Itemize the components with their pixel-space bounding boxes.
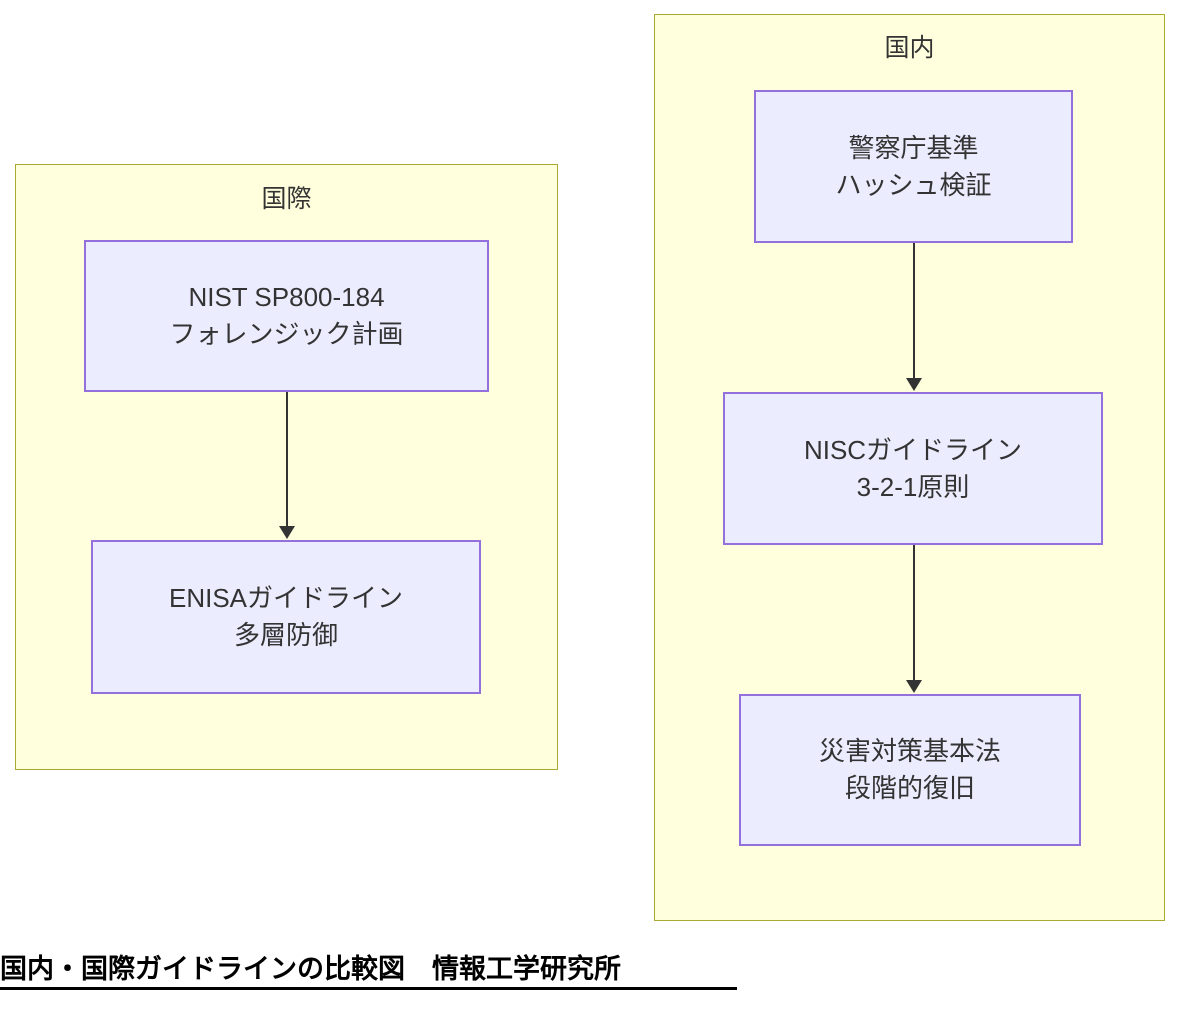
diagram-caption: 国内・国際ガイドラインの比較図 情報工学研究所	[0, 954, 737, 990]
node-nisc-guideline[interactable]: NISCガイドライン 3-2-1原則	[723, 392, 1103, 545]
edge-nist-to-enisa	[286, 392, 288, 527]
node-enisa-guideline-line1: ENISAガイドライン	[168, 583, 404, 614]
edge-npa-to-nisc-arrowhead	[906, 378, 922, 391]
node-nist-sp800-184[interactable]: NIST SP800-184 フォレンジック計画	[84, 240, 489, 392]
node-disaster-countermeasures-law-line2: 段階的復旧	[844, 773, 975, 803]
node-enisa-guideline-line2: 多層防御	[233, 620, 338, 650]
node-nisc-guideline-line2: 3-2-1原則	[856, 471, 970, 502]
node-nist-sp800-184-line1: NIST SP800-184	[188, 282, 385, 313]
node-npa-standard-line1: 警察庁基準	[848, 132, 979, 163]
node-nisc-guideline-line1: NISCガイドライン	[803, 434, 1023, 465]
node-disaster-countermeasures-law-line1: 災害対策基本法	[818, 736, 1001, 767]
edge-nisc-to-dcba-arrowhead	[906, 680, 922, 693]
node-enisa-guideline[interactable]: ENISAガイドライン 多層防御	[91, 540, 481, 694]
edge-nist-to-enisa-arrowhead	[279, 526, 295, 539]
cluster-domestic-label: 国内	[884, 34, 935, 62]
node-disaster-countermeasures-law[interactable]: 災害対策基本法 段階的復旧	[739, 694, 1081, 846]
node-nist-sp800-184-line2: フォレンジック計画	[169, 319, 404, 349]
edge-npa-to-nisc	[913, 243, 915, 379]
node-npa-standard-line2: ハッシュ検証	[835, 169, 992, 200]
edge-nisc-to-dcba	[913, 545, 915, 681]
cluster-international-label: 国際	[261, 185, 312, 213]
node-npa-standard[interactable]: 警察庁基準 ハッシュ検証	[754, 90, 1073, 243]
